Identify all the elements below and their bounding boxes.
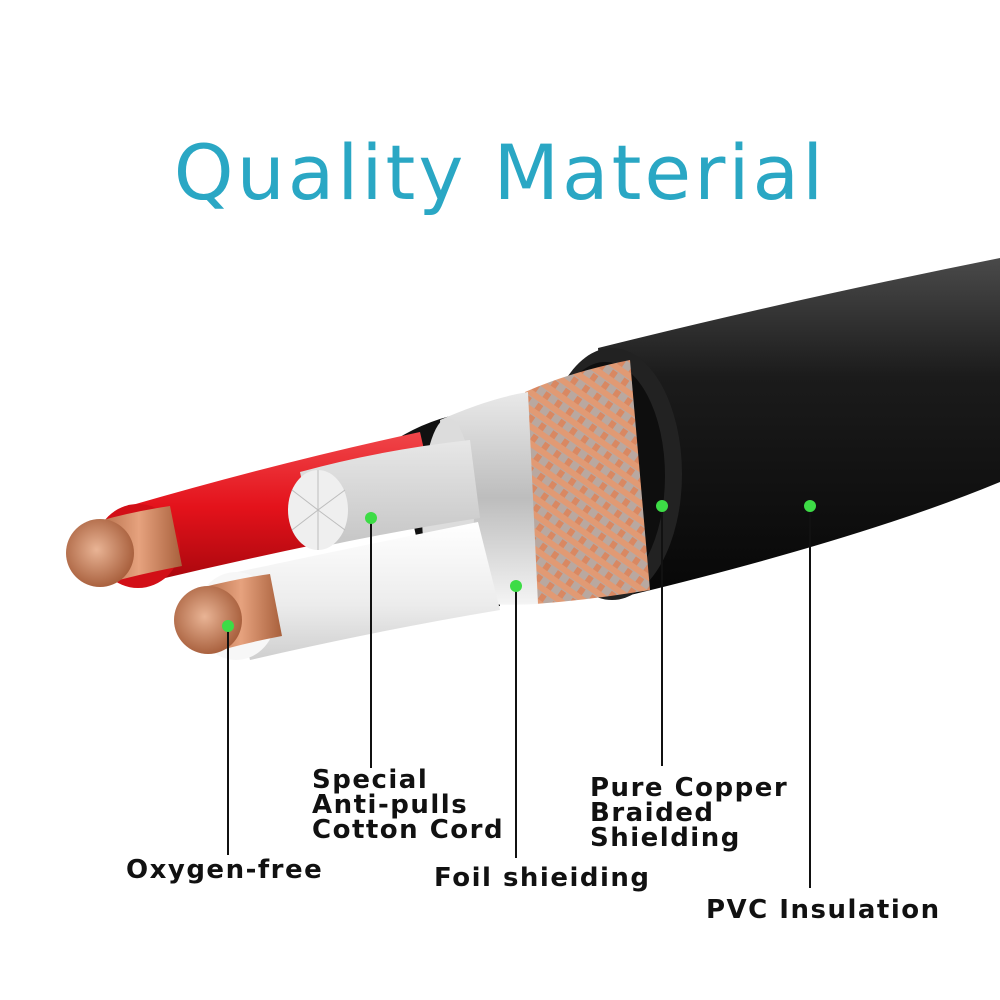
label-cotton-cord-line-3: Cotton Cord	[312, 815, 505, 845]
white-insulation	[228, 522, 500, 660]
label-cotton-cord: Special Anti-pulls Cotton Cord	[312, 765, 505, 845]
copper-end-upper	[66, 519, 134, 587]
markers	[222, 500, 816, 632]
label-braid: Pure Copper Braided Shielding	[590, 773, 789, 853]
label-oxygen-free: Oxygen-free	[126, 855, 324, 885]
marker-foil	[510, 580, 522, 592]
label-braid-line-1: Pure Copper	[590, 773, 789, 803]
marker-cotton-cord	[365, 512, 377, 524]
marker-oxygen-free	[222, 620, 234, 632]
pvc-jacket	[598, 258, 1000, 598]
marker-pvc	[804, 500, 816, 512]
label-foil: Foil shieiding	[434, 863, 651, 893]
label-pvc: PVC Insulation	[706, 895, 941, 925]
page-title: Quality Material	[173, 128, 827, 217]
label-cotton-cord-line-1: Special	[312, 765, 429, 795]
label-cotton-cord-line-2: Anti-pulls	[312, 790, 469, 820]
label-braid-line-2: Braided	[590, 798, 715, 828]
marker-braid	[656, 500, 668, 512]
copper-end-lower	[174, 586, 242, 654]
label-braid-line-3: Shielding	[590, 823, 741, 853]
